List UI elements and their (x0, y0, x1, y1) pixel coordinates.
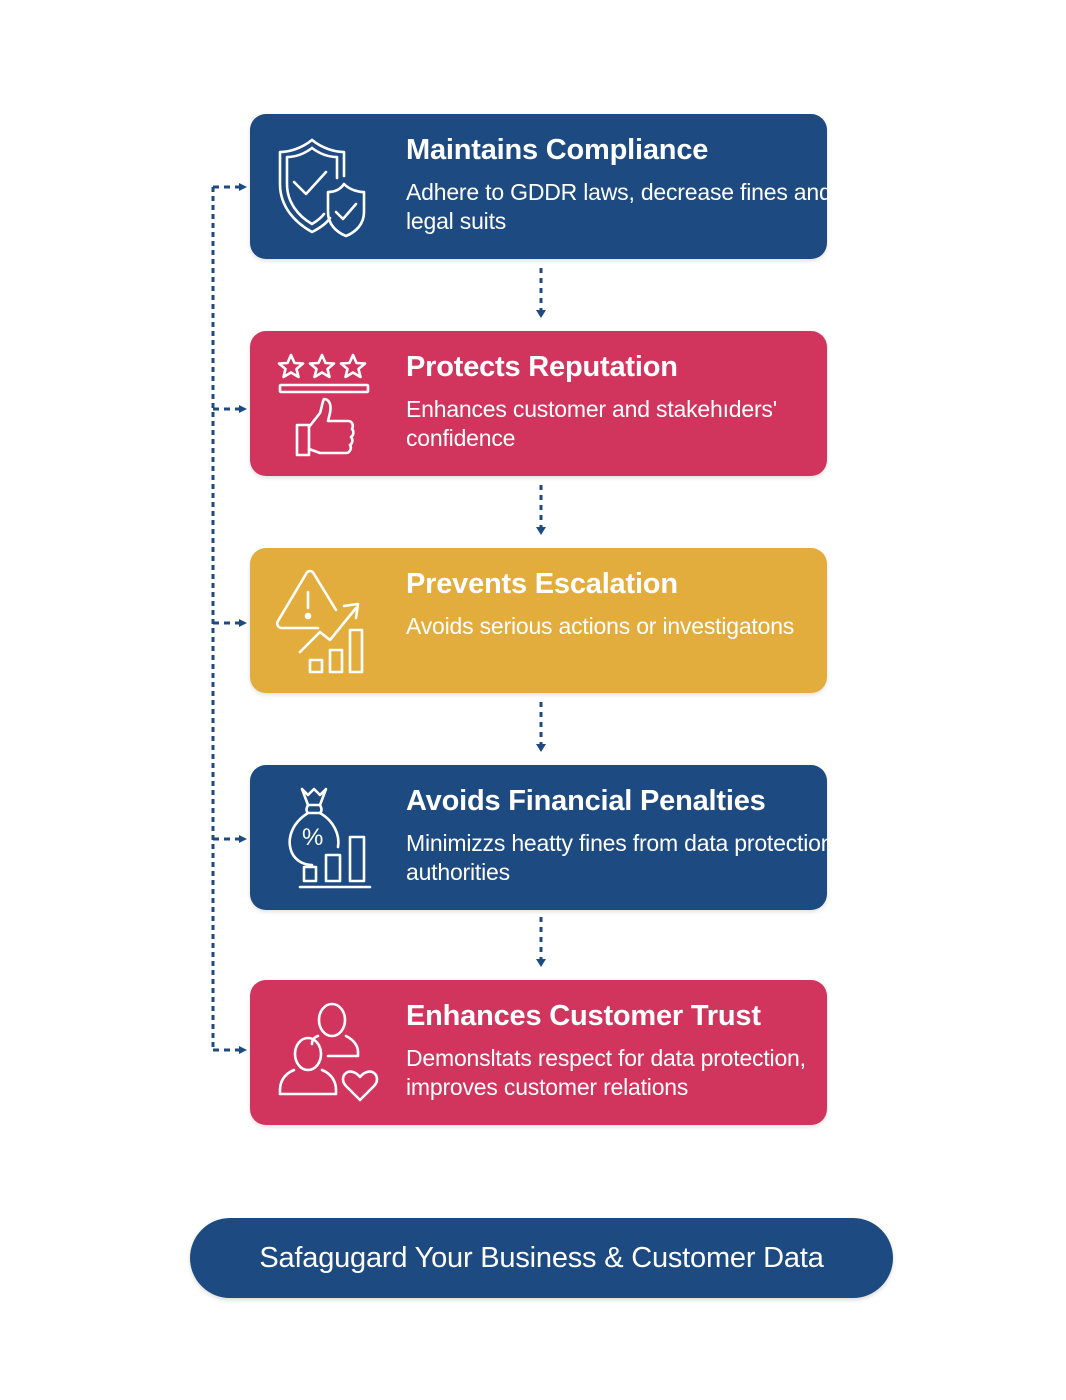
warning-trend-chart-icon (272, 566, 382, 676)
card-title: Enhances Customer Trust (406, 1000, 761, 1032)
benefit-card-avoids-financial-penalties: % Avoids Financial Penalties Minimizzs h… (250, 765, 834, 910)
star-icon (339, 353, 367, 379)
footer-banner: Safagugard Your Business & Customer Data (190, 1218, 893, 1298)
card-description: Minimizzs heatty fines from data protect… (406, 830, 834, 885)
star-icon (277, 353, 305, 379)
shield-check-icon (272, 132, 382, 242)
benefit-card-prevents-escalation: Prevents Escalation Avoids serious actio… (250, 548, 827, 693)
card-title: Avoids Financial Penalties (406, 785, 766, 817)
card-title: Protects Reputation (406, 351, 678, 383)
benefit-card-enhances-customer-trust: Enhances Customer Trust Demonsltats resp… (250, 980, 827, 1125)
benefit-card-maintains-compliance: Maintains Compliance Adhere to GDDR laws… (250, 114, 832, 259)
svg-text:%: % (302, 824, 323, 851)
card-title: Maintains Compliance (406, 134, 709, 166)
card-description: Enhances customer and stakehıders' confi… (406, 396, 777, 451)
star-icon (308, 353, 336, 379)
benefit-card-protects-reputation: Protects Reputation Enhances customer an… (250, 331, 827, 476)
footer-banner-label: Safagugard Your Business & Customer Data (259, 1241, 824, 1274)
card-title: Prevents Escalation (406, 568, 678, 600)
users-heart-icon (272, 998, 382, 1108)
card-description: Demonsltats respect for data protection,… (406, 1045, 806, 1100)
card-description: Avoids serious actions or investigatons (406, 613, 795, 639)
star-rating-thumbs-up-icon (272, 349, 382, 459)
money-bag-chart-icon: % (272, 783, 382, 893)
card-description: Adhere to GDDR laws, decrease fines and … (406, 179, 832, 234)
